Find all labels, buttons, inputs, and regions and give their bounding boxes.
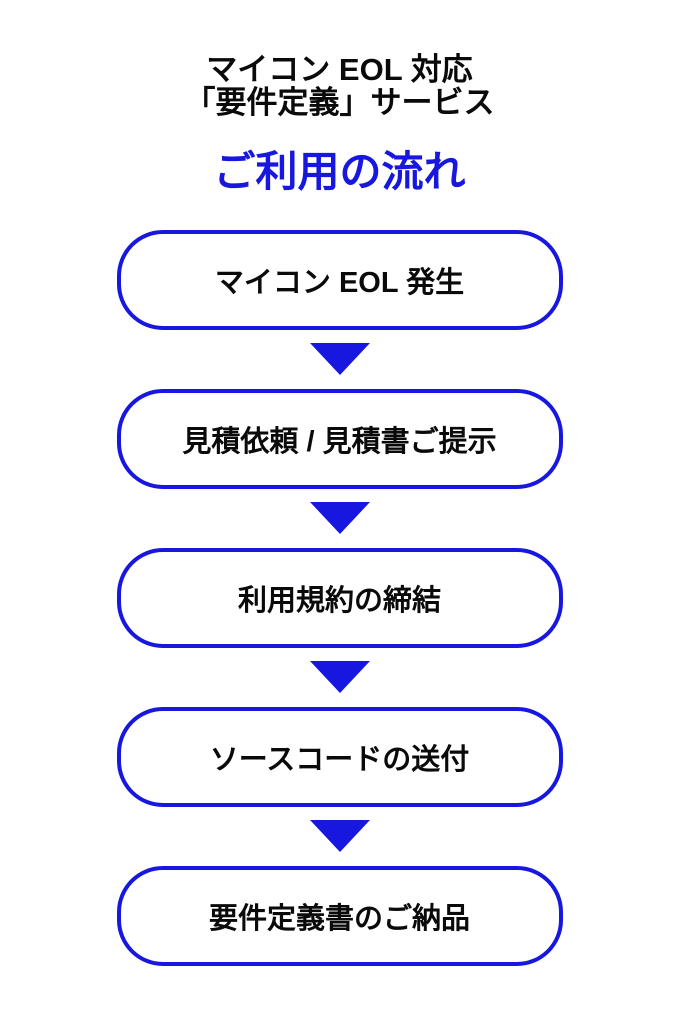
- page-title-line-2: 「要件定義」サービス: [184, 84, 495, 120]
- down-arrow-icon: [309, 502, 370, 535]
- down-arrow-icon: [309, 820, 370, 853]
- flow-step-5: 要件定義書のご納品: [116, 866, 563, 967]
- page-title: マイコン EOL 対応 「要件定義」サービス: [184, 52, 495, 120]
- page-title-line-1: マイコン EOL 対応: [206, 52, 473, 87]
- flow-step-3: 利用規約の締結: [116, 548, 563, 649]
- section-heading: ご利用の流れ: [213, 148, 466, 196]
- flow-step-1-label: マイコン EOL 発生: [214, 267, 465, 300]
- flow-step-5-label: 要件定義書のご納品: [208, 903, 470, 936]
- flow-step-3-label: 利用規約の締結: [237, 585, 441, 618]
- flow-step-1: マイコン EOL 発生: [116, 230, 563, 331]
- flow-diagram: マイコン EOL 発生 見積依頼 / 見積書ご提示 利用規約の締結 ソースコード…: [116, 230, 563, 967]
- flow-step-2: 見積依頼 / 見積書ご提示: [116, 389, 563, 490]
- flow-step-4: ソースコードの送付: [116, 707, 563, 808]
- down-arrow-icon: [309, 343, 370, 376]
- flow-step-2-label: 見積依頼 / 見積書ご提示: [182, 426, 497, 459]
- flow-step-4-label: ソースコードの送付: [209, 744, 470, 777]
- down-arrow-icon: [309, 661, 370, 694]
